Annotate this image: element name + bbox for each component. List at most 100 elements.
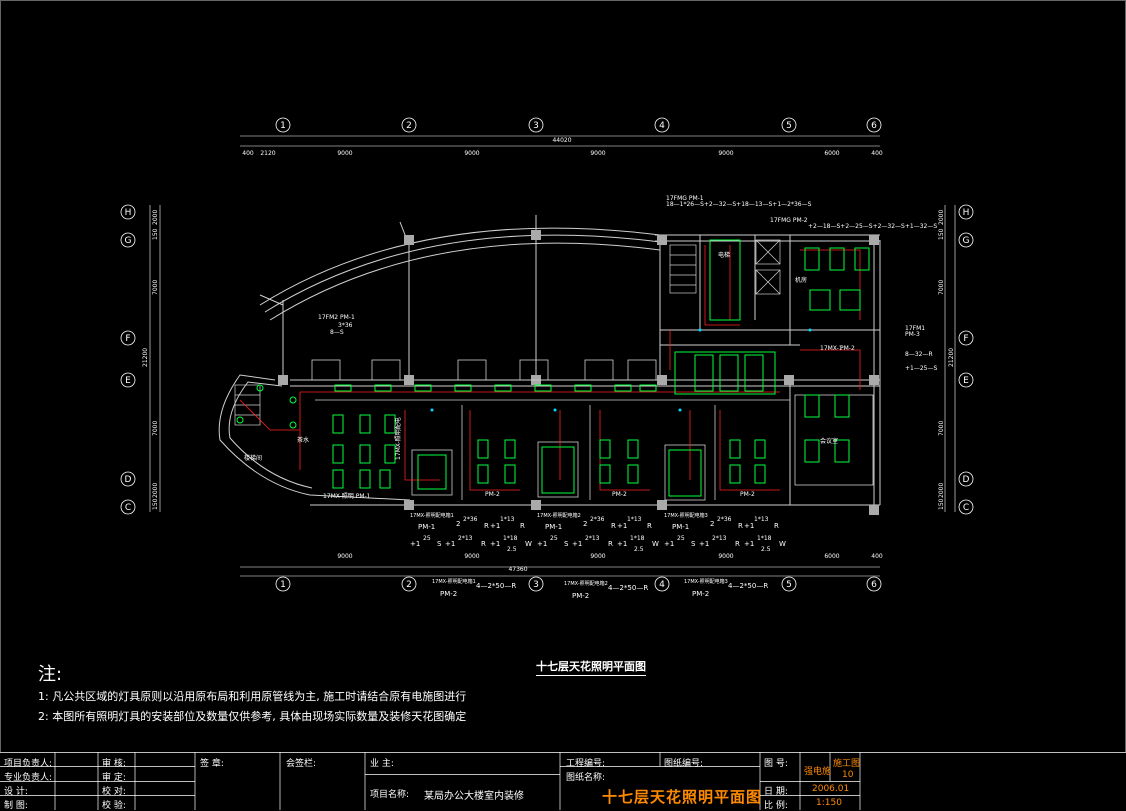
svg-text:4—2*50—R: 4—2*50—R [476,582,516,590]
top-dim-seg: 9000 [464,150,479,157]
svg-text:2: 2 [456,520,460,528]
bottom-overall-dim: 47360 [508,566,527,573]
tb-check: 校 对: [102,787,126,797]
grid-bubble-col: 6 [866,117,882,133]
svg-text:+1: +1 [572,540,582,548]
label-pm1-bottom: 17MX-照明 PM-1 [323,493,371,500]
right-dim: 21200 [948,348,955,367]
right-dim: 2000 [938,210,945,225]
svg-text:R: R [608,540,613,548]
title-block [0,752,1126,810]
label-right-b: PM-3 [905,331,920,338]
legend-group: 17MX-照明配电箱3 PM-1 22*36 R +11*13 R +1 25 … [664,512,786,553]
grid-bubble-col: 2 [401,117,417,133]
svg-text:S: S [437,540,442,548]
tb-scale: 1:150 [816,798,842,808]
grid-bubble-row: H [958,204,974,220]
interior-partitions [311,359,874,501]
bottom-dim-seg: 9000 [590,553,605,560]
svg-text:+1: +1 [664,540,674,548]
top-dim-seg: 9000 [590,150,605,157]
label-mid-pm2: PM-2 [840,345,855,352]
left-dim: 2000 [152,483,159,498]
top-dim-seg: 400 [871,150,883,157]
svg-text:C: C [963,503,969,513]
pm2-group: 17MX-照明配电箱2 PM-24—2*50—R [564,580,648,600]
grid-bubble-row: F [120,330,136,346]
grid-bubble-col: 5 [781,576,797,592]
label-pm2-c: PM-2 [740,491,755,498]
grid-bubble-row: G [958,232,974,248]
stair-elevator-core [234,239,781,426]
svg-text:6: 6 [871,580,877,590]
tb-notes-label: 会签栏: [286,759,317,769]
grid-bubble-row: E [120,372,136,388]
grid-bubble-col: 3 [528,576,544,592]
top-dim-seg: 2120 [260,150,275,157]
grid-bubble-row: E [958,372,974,388]
svg-text:+1: +1 [699,540,709,548]
svg-text:2: 2 [710,520,714,528]
grid-bubble-col: 2 [401,576,417,592]
bottom-dim-seg: 9000 [337,553,352,560]
svg-text:2*36: 2*36 [590,516,605,523]
label-top-right-1: 17FMG PM-1 [666,195,704,202]
tb-drawing-no-label: 图纸编号: [664,759,704,769]
bottom-dim-seg: 9000 [718,553,733,560]
svg-text:2*13: 2*13 [585,535,600,542]
grid-bubble-row: D [120,471,136,487]
right-dim: 7000 [938,280,945,295]
label-tea: 茶水 [297,436,309,444]
svg-text:17MX-照明配电箱1: 17MX-照明配电箱1 [432,578,476,585]
fixture-legend-row: 17MX-照明配电箱1 PM-1 22*36 R +11*13 R +1 25 … [410,512,786,553]
tb-verify: 校 验: [102,801,126,811]
svg-text:R: R [611,522,616,530]
svg-text:+1: +1 [617,522,627,530]
svg-text:17MX-照明配电箱3: 17MX-照明配电箱3 [684,578,728,585]
svg-text:17MX-照明配电箱2: 17MX-照明配电箱2 [564,580,608,587]
svg-text:2: 2 [583,520,587,528]
legend-group: 17MX-照明配电箱1 PM-1 22*36 R +11*13 R +1 25 … [410,512,532,553]
right-dim: 150 [938,498,945,510]
grid-bubble-row: G [120,232,136,248]
svg-text:+1: +1 [744,540,754,548]
label-right-c: 8—32—R [905,351,933,358]
label-right-a: 17FM1 [905,325,925,332]
pm2-group: 17MX-照明配电箱1 PM-2 4—2*50—R [432,578,516,598]
tb-proj-manager: 项目负责人: [4,759,53,769]
svg-text:W: W [652,540,659,548]
notes-title: 注: [38,664,63,685]
label-eq: 8—S [330,329,344,336]
top-dim-seg: 9000 [337,150,352,157]
top-overall-dim: 44020 [552,137,571,144]
top-dim-seg: 6000 [824,150,839,157]
svg-text:1*13: 1*13 [754,516,769,523]
svg-text:R: R [774,522,779,530]
svg-text:D: D [125,475,132,485]
svg-text:R: R [484,522,489,530]
tb-date-label: 日 期: [764,787,788,797]
grid-bubble-row: F [958,330,974,346]
svg-text:PM-2: PM-2 [440,590,457,598]
svg-text:D: D [963,475,970,485]
tb-drawing-name: 十七层天花照明平面图 [602,788,763,806]
label-left: 17MX-照明配电 [394,417,402,460]
left-dim: 150 [152,228,159,240]
svg-text:C: C [125,503,131,513]
pm2-group: 17MX-照明配电箱3 PM-24—2*50—R [684,578,768,598]
note-1: 1: 凡公共区域的灯具原则以沿用原布局和利用原管线为主, 施工时请结合原有电施图… [38,690,467,703]
left-dim: 7000 [152,280,159,295]
svg-text:25: 25 [677,535,685,542]
grid-bubble-col: 6 [866,576,882,592]
light-fixtures [236,239,870,497]
svg-text:2*36: 2*36 [717,516,732,523]
svg-text:1: 1 [280,121,286,131]
svg-text:PM-2: PM-2 [692,590,709,598]
svg-text:H: H [963,208,970,218]
right-dim: 2000 [938,483,945,498]
grid-bubble-row: D [958,471,974,487]
svg-text:E: E [963,376,969,386]
tb-sheet-disc: 强电施 [804,767,832,777]
svg-text:+1: +1 [445,540,455,548]
note-2: 2: 本图所有照明灯具的安装部位及数量仅供参考, 具体由现场实际数量及装修天花图… [38,710,467,723]
